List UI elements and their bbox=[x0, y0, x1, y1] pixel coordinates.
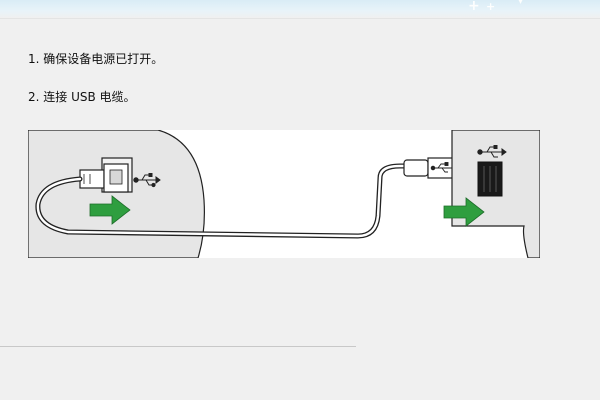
usb-connection-illustration bbox=[27, 129, 541, 259]
usb-symbol-icon bbox=[133, 173, 161, 188]
instruction-step-2: 2. 连接 USB 电缆。 bbox=[28, 90, 136, 104]
instruction-step-1: 1. 确保设备电源已打开。 bbox=[28, 52, 164, 66]
usb-symbol-icon bbox=[477, 145, 507, 158]
arrow-right-icon bbox=[443, 197, 485, 227]
title-strip: + + ▾ bbox=[0, 0, 600, 19]
sparkle-icon: + bbox=[486, 0, 496, 13]
usb-b-connector-icon bbox=[79, 163, 129, 193]
sparkle-icon: ▾ bbox=[518, 0, 524, 7]
printer-icon bbox=[27, 129, 205, 259]
arrow-right-icon bbox=[89, 195, 131, 225]
instruction-list: 1. 确保设备电源已打开。 2. 连接 USB 电缆。 bbox=[28, 52, 163, 128]
sparkle-icon: + bbox=[468, 0, 480, 14]
divider bbox=[0, 346, 356, 347]
